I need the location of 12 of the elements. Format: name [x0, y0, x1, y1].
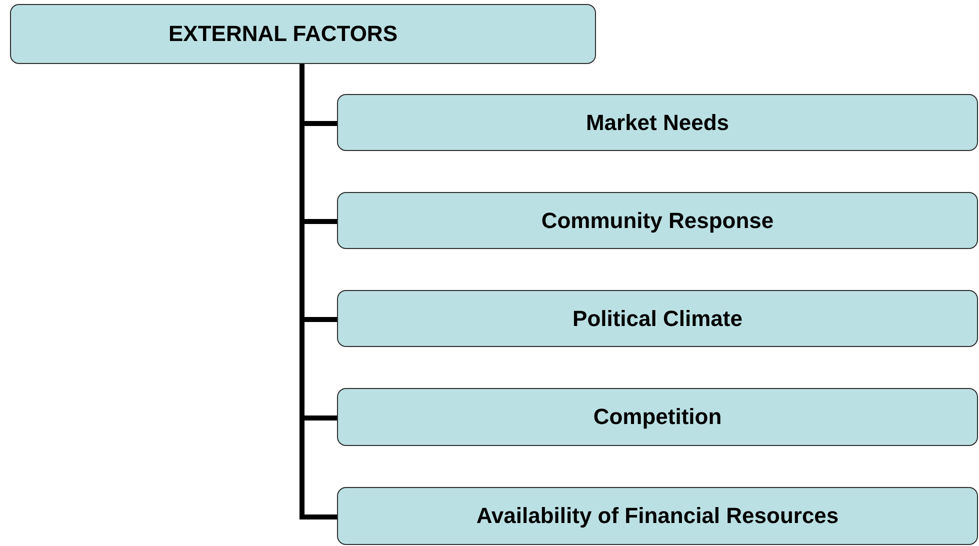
factor-box — [337, 487, 978, 545]
factor-box — [337, 94, 978, 151]
factor-box — [337, 388, 978, 446]
header-label: EXTERNAL FACTORS — [168, 21, 398, 47]
header-box — [10, 4, 596, 64]
factor-label: Availability of Financial Resources — [476, 503, 839, 529]
factor-label: Competition — [593, 404, 722, 430]
factor-label: Community Response — [541, 208, 774, 234]
factor-box — [337, 192, 978, 249]
factor-label: Political Climate — [572, 306, 742, 332]
factor-box — [337, 290, 978, 347]
factor-label: Market Needs — [586, 110, 730, 136]
